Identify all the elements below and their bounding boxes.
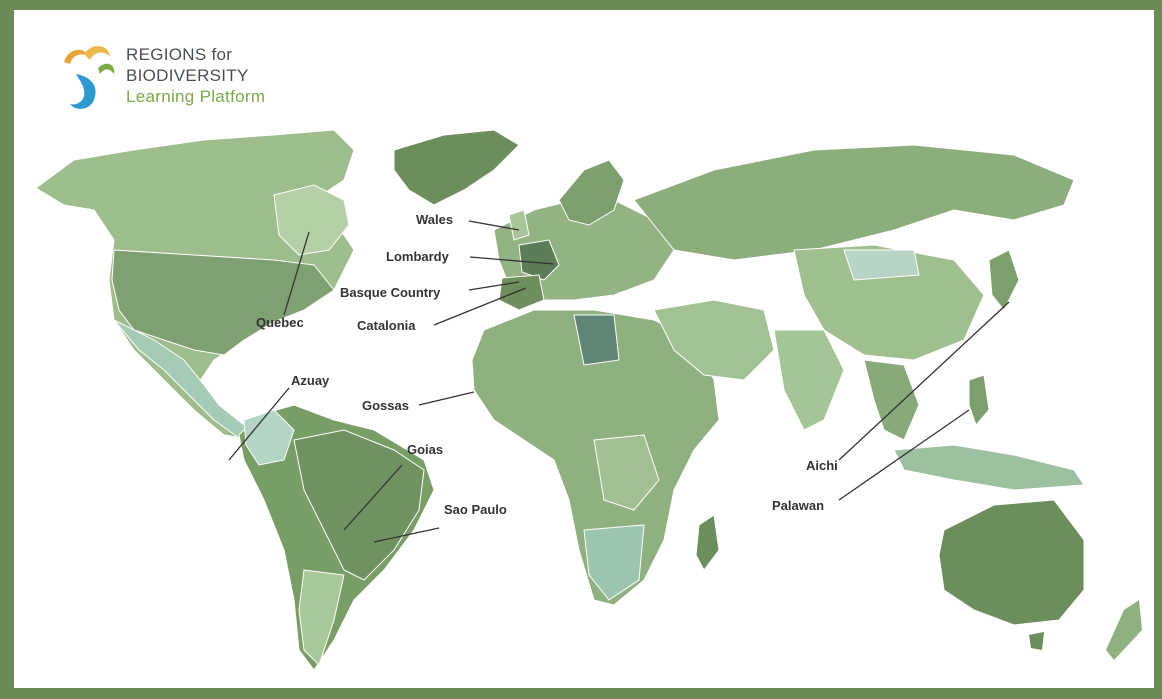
southern-cone xyxy=(298,569,345,666)
greenland xyxy=(393,129,520,206)
leader-lines xyxy=(228,220,1010,543)
japan xyxy=(988,249,1020,311)
iberia-region xyxy=(498,274,545,311)
france-region xyxy=(518,239,560,281)
goias-leader xyxy=(343,464,403,531)
azuay-leader xyxy=(228,387,290,461)
basque-leader xyxy=(468,281,520,291)
catalonia-leader xyxy=(433,287,527,326)
central-africa-region xyxy=(593,434,660,511)
middle-east xyxy=(653,299,775,381)
madagascar xyxy=(695,514,720,571)
label-palawan: Palawan xyxy=(772,498,824,513)
label-basque-country: Basque Country xyxy=(340,285,441,300)
tasmania xyxy=(1029,632,1044,650)
logo-line-3: Learning Platform xyxy=(126,87,266,106)
map-panel: Wales Lombardy Basque Country Catalonia … xyxy=(14,10,1154,688)
gossas-leader xyxy=(418,391,475,406)
label-quebec: Quebec xyxy=(256,315,304,330)
wales-leader xyxy=(468,220,520,231)
world-map: Wales Lombardy Basque Country Catalonia … xyxy=(35,129,1142,671)
palawan-leader xyxy=(838,409,970,501)
indonesia xyxy=(893,444,1085,491)
aichi-leader xyxy=(838,301,1010,461)
uk-region xyxy=(508,209,530,241)
australia xyxy=(938,499,1085,626)
mongolia-region xyxy=(843,249,920,281)
regions-for-biodiversity-logo-icon xyxy=(64,45,115,109)
india-region xyxy=(773,329,845,431)
philippines xyxy=(968,374,990,426)
label-gossas: Gossas xyxy=(362,398,409,413)
label-azuay: Azuay xyxy=(291,373,330,388)
label-goias: Goias xyxy=(407,442,443,457)
label-wales: Wales xyxy=(416,212,453,227)
southeast-asia xyxy=(863,359,920,441)
libya-region xyxy=(573,314,620,366)
scandinavia xyxy=(558,159,625,226)
sao-paulo-leader xyxy=(373,527,440,543)
colombia-region xyxy=(243,409,295,466)
logo-line-2: BIODIVERSITY xyxy=(126,66,249,85)
quebec-region xyxy=(273,184,350,256)
label-lombardy: Lombardy xyxy=(386,249,450,264)
lombardy-leader xyxy=(469,256,555,265)
russia-landmass xyxy=(633,144,1075,261)
new-zealand xyxy=(1106,600,1142,660)
label-aichi: Aichi xyxy=(806,458,838,473)
quebec-leader xyxy=(283,231,310,316)
label-catalonia: Catalonia xyxy=(357,318,416,333)
southern-africa-region xyxy=(583,524,645,601)
brazil-region xyxy=(293,429,425,581)
logo-line-1: REGIONS for xyxy=(126,45,233,64)
label-sao-paulo: Sao Paulo xyxy=(444,502,507,517)
usa-landmass xyxy=(111,249,335,356)
